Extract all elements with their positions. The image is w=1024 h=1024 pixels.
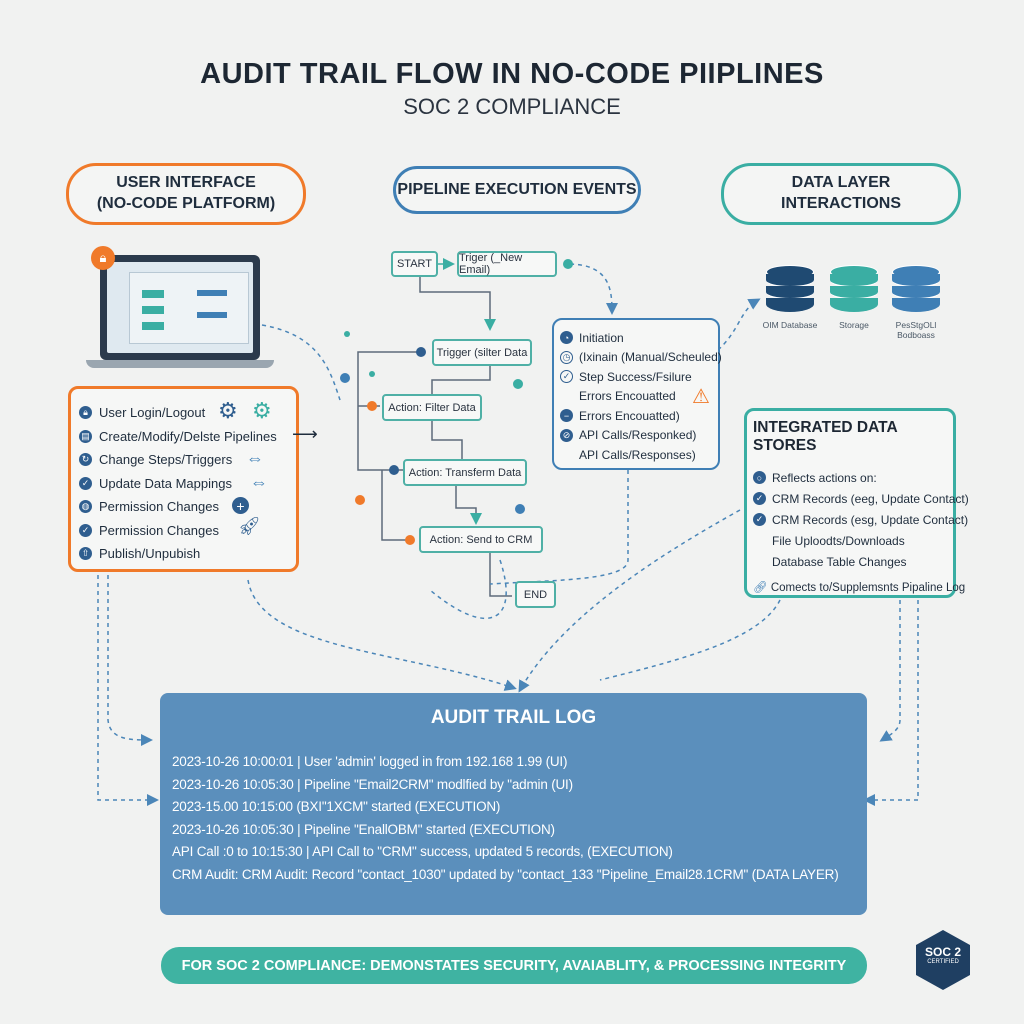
log-entry: API Call :0 to 10:15:30 | API Call to "C… <box>172 844 673 859</box>
laptop-illustration <box>100 255 260 360</box>
circle-icon: ○ <box>753 471 766 484</box>
data-store-item: ✓CRM Records (eeg, Update Contact) <box>753 488 969 509</box>
check-icon: ✓ <box>79 523 92 537</box>
log-entry: 2023-10-26 10:05:30 | Pipeline "EnallOBM… <box>172 821 555 837</box>
lock-icon: 🔒︎ <box>91 246 115 270</box>
data-stores-title: INTEGRATED DATA STORES <box>753 419 898 454</box>
ui-event-item: ▤Create/Modify/Delste Pipelines <box>79 425 288 449</box>
ui-event-item: ◍Permission Changes <box>79 495 288 519</box>
database-label: OIM Database <box>762 320 818 330</box>
api-icon: ⊘ <box>560 428 573 442</box>
soc2-badge: SOC 2 CERTIFIED <box>916 930 970 990</box>
timer-icon: ◷ <box>560 350 573 364</box>
database-icon: Storage <box>830 265 878 330</box>
ui-event-item: ✓Permission Changes <box>79 519 288 543</box>
laptop-base <box>86 360 274 368</box>
bidirectional-arrow-icon: ⇔ <box>246 448 264 468</box>
integrated-data-stores-box: INTEGRATED DATA STORES ○Reflects actions… <box>744 408 969 598</box>
ui-event-item: ✓Update Data Mappings <box>79 472 288 496</box>
flow-send-crm-node[interactable]: Action: Send to CRM <box>419 526 543 553</box>
globe-icon: ◍ <box>79 500 92 514</box>
bidirectional-arrow-icon: ⇔ <box>250 472 268 492</box>
execution-event-item: ◷(Ixinain (Manual/Scheuled) <box>560 348 722 368</box>
flow-end-node[interactable]: END <box>515 581 556 608</box>
rocket-icon: 🚀︎ <box>238 516 261 536</box>
error-icon: − <box>560 409 573 423</box>
section-pipeline-execution: PIPELINE EXECUTION EVENTS <box>393 166 641 214</box>
database-label: Storage <box>839 320 869 330</box>
section-user-interface: USER INTERFACE (NO-CODE PLATFORM) <box>66 163 306 225</box>
data-store-item: ✓File Uploodts/Downloads <box>772 533 905 548</box>
upload-icon: ⇧ <box>79 547 92 561</box>
data-stores-footer: 🔗︎ Comects to/Supplemsnts Pipaline Log <box>753 582 966 594</box>
execution-event-item: ◔Initiation <box>560 328 712 348</box>
flow-trigger-node[interactable]: Triger (_New Email) <box>457 251 557 277</box>
laptop-screen <box>107 262 253 353</box>
lock-icon: 🔒︎ <box>79 406 92 420</box>
flow-trigger-filter-node[interactable]: Trigger (silter Data <box>432 339 532 366</box>
check-icon: ✓ <box>79 476 92 490</box>
section-data-layer: DATA LAYER INTERACTIONS <box>721 163 961 225</box>
steps-icon: ↻ <box>79 453 92 467</box>
database-icon: PesStgOLl Bodboass <box>892 265 940 340</box>
page-subtitle: SOC 2 COMPLIANCE <box>403 94 621 119</box>
ui-events-box: 🔒︎User Login/Logout▤Create/Modify/Delste… <box>68 386 299 572</box>
warning-icon: ⚠ <box>692 386 710 408</box>
check-icon: ✓ <box>753 513 766 526</box>
pipeline-icon: ▤ <box>79 429 92 443</box>
execution-event-item: −Errors Encouatted) <box>560 406 712 426</box>
execution-event-item: ✓Step Success/Fsilure <box>560 367 712 387</box>
checkmark-icon: ✓ <box>560 370 573 384</box>
database-icon: OIM Database <box>763 265 817 330</box>
flow-filter-node[interactable]: Action: Filter Data <box>382 394 482 421</box>
execution-event-item: API Calls/Responses) <box>579 447 696 462</box>
execution-event-item: ⊘API Calls/Responked) <box>560 426 712 446</box>
gear-icon: ⚙ <box>218 398 238 423</box>
clock-icon: ◔ <box>560 331 573 345</box>
arrow-right-icon: ⟶ <box>292 424 318 444</box>
execution-event-item: Errors Encouatted <box>579 389 676 404</box>
log-entry: 2023-10-26 10:05:30 | Pipeline "Email2CR… <box>172 776 573 792</box>
data-store-item: ○Reflects actions on: <box>753 467 947 488</box>
flow-transform-node[interactable]: Action: Transferm Data <box>403 459 527 486</box>
page-title: AUDIT TRAIL FLOW IN NO-CODE PIIPLINES <box>200 58 824 90</box>
log-entry: 2023-10-26 10:00:01 | User 'admin' logge… <box>172 754 568 769</box>
log-entry: 2023-15.00 10:15:00 (BXI"1XCM" started (… <box>172 799 501 814</box>
ui-event-item: 🔒︎User Login/Logout <box>79 401 288 425</box>
gear-icon: ⚙ <box>252 398 272 423</box>
link-icon: 🔗︎ <box>753 582 768 594</box>
data-store-item: ✓Database Table Changes <box>772 554 907 569</box>
flow-start-node[interactable]: START <box>391 251 438 277</box>
log-title: AUDIT TRAIL LOG <box>430 707 597 728</box>
check-icon: ✓ <box>753 492 766 505</box>
decorative-dots <box>340 259 573 545</box>
ui-event-item: ⇧Publish/Unpubish <box>79 542 288 566</box>
plus-icon: + <box>232 497 249 514</box>
ui-event-item: ↻Change Steps/Triggers <box>79 448 288 472</box>
database-label: PesStgOLl Bodboass <box>895 320 937 341</box>
data-store-item: ✓CRM Records (esg, Update Contact) <box>753 509 968 530</box>
log-entry: CRM Audit: CRM Audit: Record "contact_10… <box>172 866 839 882</box>
compliance-banner: FOR SOC 2 COMPLIANCE: DEMONSTATES SECURI… <box>161 947 867 984</box>
execution-events-box: ◔Initiation◷(Ixinain (Manual/Scheuled)✓S… <box>552 318 722 470</box>
audit-trail-log: AUDIT TRAIL LOG 2023-10-26 10:00:01 | Us… <box>160 693 867 915</box>
